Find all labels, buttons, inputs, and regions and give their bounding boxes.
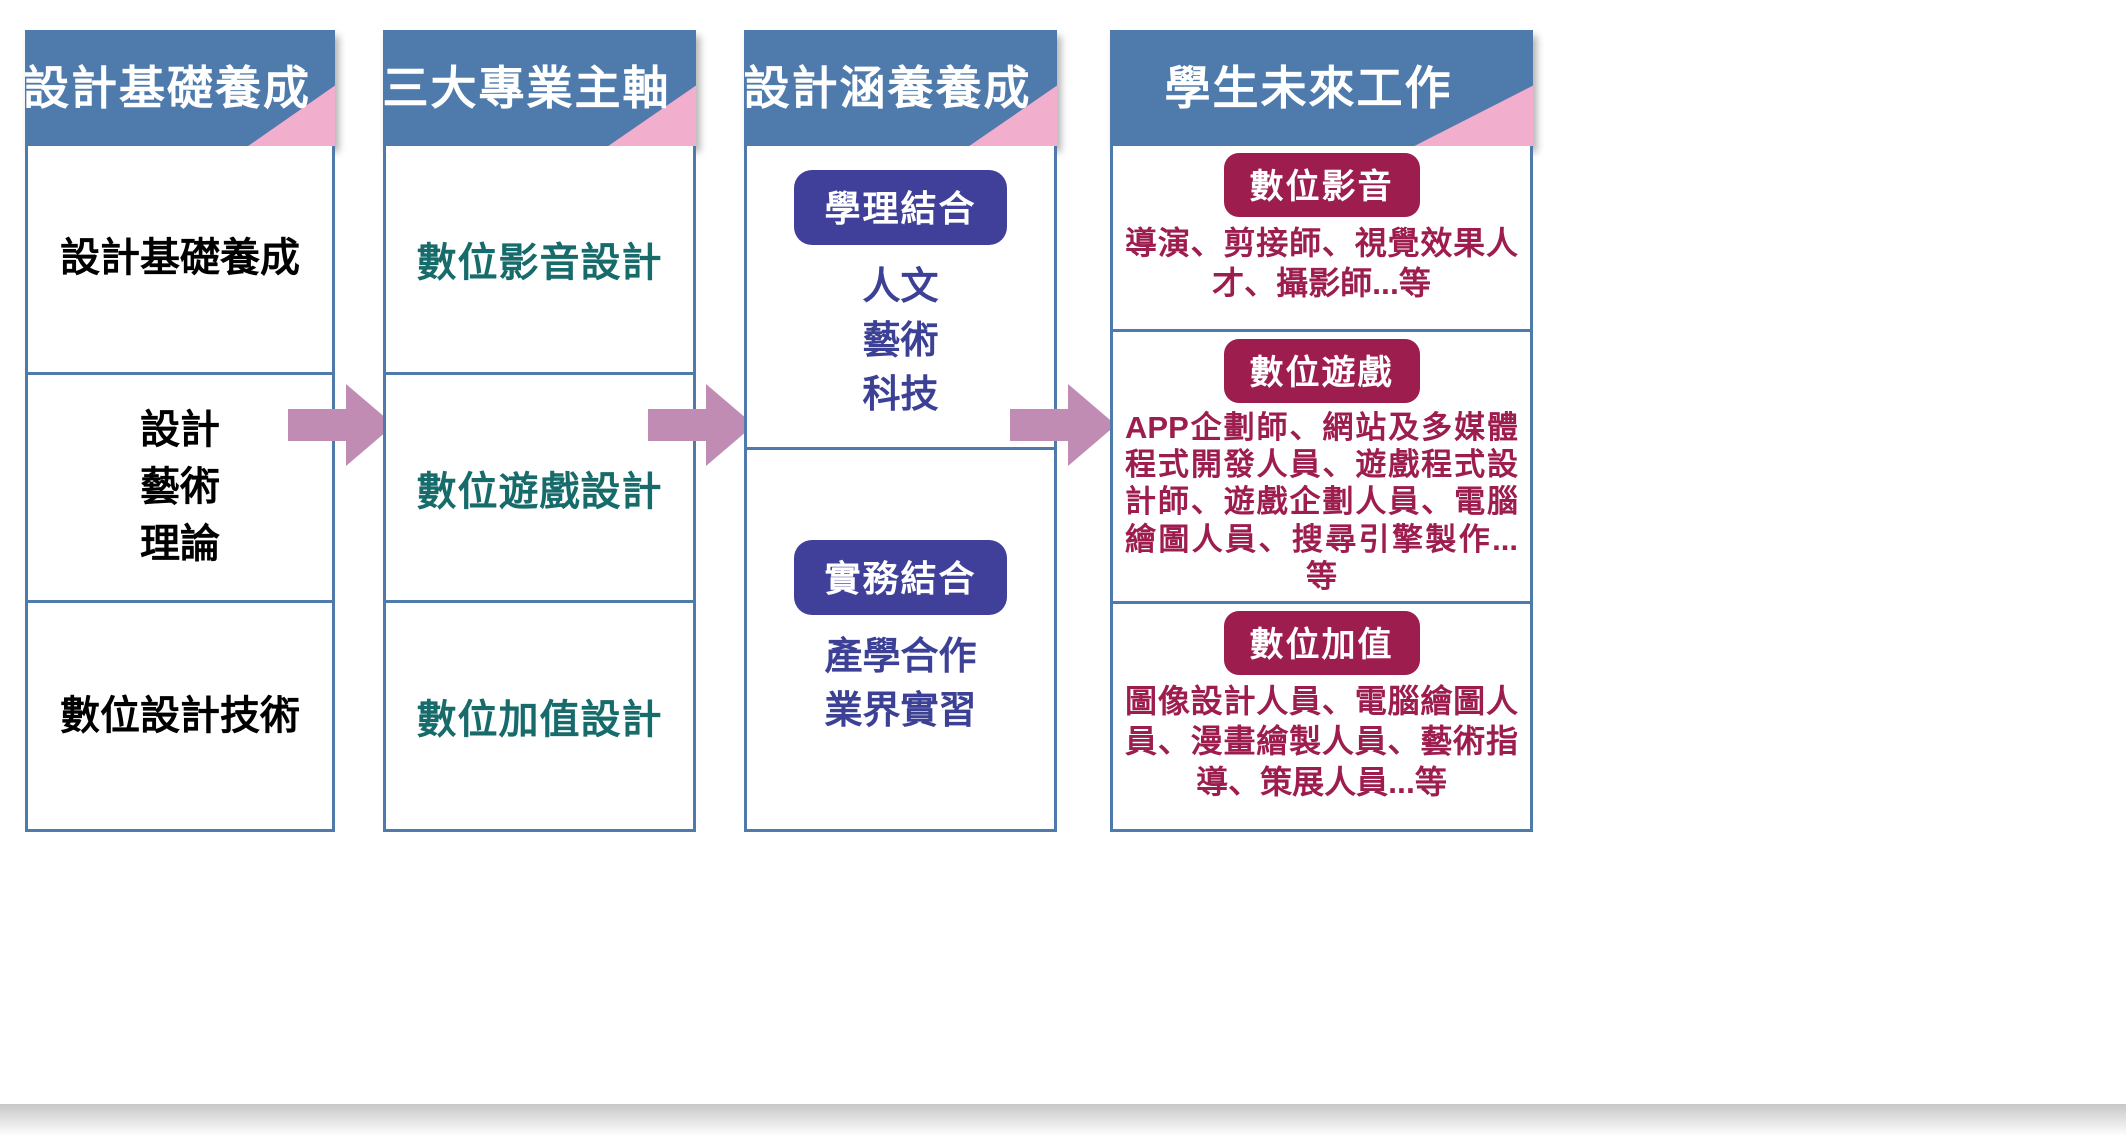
arrow-col1-to-col2-icon (288, 384, 394, 466)
cell-text: 數位遊戲設計 (416, 469, 663, 514)
column-body-1: 設計基礎養成 設計 藝術 理論 數位設計技術 (25, 146, 335, 832)
list-item[interactable]: 學理結合 人文 藝術 科技 (747, 146, 1054, 450)
column-design-foundation: 設計基礎養成 設計基礎養成 設計 藝術 理論 數位設計技術 (25, 30, 335, 832)
flow-diagram: 設計基礎養成 設計基礎養成 設計 藝術 理論 數位設計技術 (25, 30, 1533, 832)
arrow-col2-to-col3-icon (648, 384, 754, 466)
cell-text-line: 科技 (862, 373, 939, 416)
list-item[interactable]: 數位影音 導演、剪接師、視覺效果人才、攝影師...等 (1113, 146, 1530, 332)
list-item[interactable]: 數位影音設計 (386, 146, 693, 375)
cell-text-line: 產學合作 (824, 636, 977, 679)
list-item[interactable]: 數位遊戲設計 (386, 375, 693, 604)
cell-text-group: 人文 藝術 科技 (862, 261, 938, 423)
column-title-1: 設計基礎養成 (25, 62, 311, 114)
column-header-1: 設計基礎養成 (25, 30, 335, 146)
status-badge: 數位影音 (1223, 153, 1420, 217)
cell-text: 數位加值設計 (416, 698, 663, 743)
cell-text-line: 藝術 (862, 320, 939, 363)
cell-description: APP企劃師、網站及多媒體程式開發人員、遊戲程式設計師、遊戲企劃人員、電腦繪圖人… (1125, 410, 1518, 594)
column-title-3: 設計涵養養成 (744, 62, 1032, 114)
status-badge: 數位加值 (1223, 610, 1420, 675)
list-item[interactable]: 數位加值 圖像設計人員、電腦繪圖人員、漫畫繪製人員、藝術指導、策展人員...等 (1113, 604, 1530, 829)
column-header-3: 設計涵養養成 (744, 30, 1057, 146)
status-badge: 數位遊戲 (1223, 339, 1420, 403)
cell-description: 圖像設計人員、電腦繪圖人員、漫畫繪製人員、藝術指導、策展人員...等 (1125, 682, 1518, 800)
column-future-jobs: 學生未來工作 數位影音 導演、剪接師、視覺效果人才、攝影師...等 數位遊戲 A… (1110, 30, 1533, 832)
cell-text-group: 產學合作 業界實習 (824, 631, 976, 739)
cell-text-group: 設計 藝術 理論 (140, 402, 220, 572)
column-body-2: 數位影音設計 數位遊戲設計 數位加值設計 (383, 146, 696, 832)
cell-text-line: 理論 (140, 521, 220, 566)
status-badge: 實務結合 (794, 540, 1007, 616)
cell-text-line: 業界實習 (824, 690, 977, 732)
list-item[interactable]: 設計基礎養成 (28, 146, 332, 375)
list-item[interactable]: 設計 藝術 理論 (28, 375, 332, 604)
cell-text-line: 人文 (862, 266, 939, 309)
list-item[interactable]: 數位設計技術 (28, 603, 332, 829)
column-title-2: 三大專業主軸 (383, 62, 671, 114)
cell-text-line: 設計 (140, 408, 220, 453)
column-header-2: 三大專業主軸 (383, 30, 696, 146)
arrow-col3-to-col4-icon (1010, 384, 1116, 466)
column-body-4: 數位影音 導演、剪接師、視覺效果人才、攝影師...等 數位遊戲 APP企劃師、網… (1110, 146, 1533, 832)
column-body-3: 學理結合 人文 藝術 科技 實務結合 產學合作 業界實習 (744, 146, 1057, 832)
cell-text: 數位影音設計 (416, 240, 663, 285)
cell-text-line: 藝術 (140, 465, 220, 510)
column-three-majors: 三大專業主軸 數位影音設計 數位遊戲設計 數位加值設計 (383, 30, 696, 832)
cell-text: 數位設計技術 (60, 693, 300, 738)
cell-description: 導演、剪接師、視覺效果人才、攝影師...等 (1125, 225, 1518, 302)
status-badge: 學理結合 (794, 170, 1007, 246)
column-design-cultivation: 設計涵養養成 學理結合 人文 藝術 科技 實務結合 產學合作 業界實習 (744, 30, 1057, 832)
column-title-4: 學生未來工作 (1164, 62, 1453, 114)
cell-text: 設計基礎養成 (60, 236, 300, 281)
list-item[interactable]: 數位遊戲 APP企劃師、網站及多媒體程式開發人員、遊戲程式設計師、遊戲企劃人員、… (1113, 332, 1530, 604)
list-item[interactable]: 實務結合 產學合作 業界實習 (747, 450, 1054, 829)
column-header-4: 學生未來工作 (1110, 30, 1533, 146)
list-item[interactable]: 數位加值設計 (386, 603, 693, 829)
slide-bottom-shadow (0, 1104, 2126, 1136)
